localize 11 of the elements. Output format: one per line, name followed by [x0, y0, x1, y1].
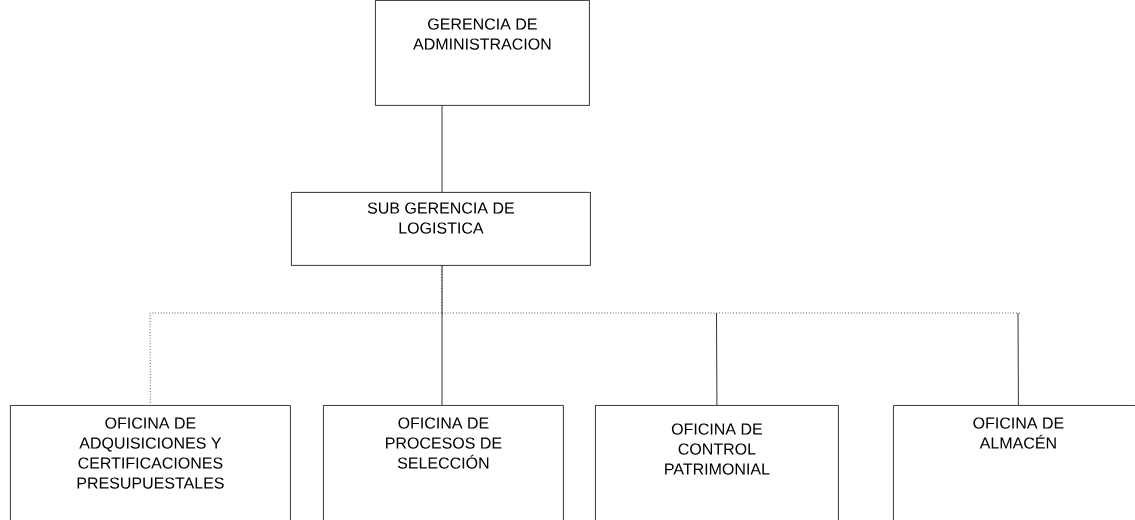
connector-line: [716, 312, 1021, 314]
department-box: GERENCIA DE ADMINISTRACION: [375, 0, 590, 106]
connector-line: [441, 105, 443, 193]
connector-line: [1017, 312, 1019, 406]
office-box: OFICINA DE CONTROL PATRIMONIAL: [595, 405, 839, 520]
office-box: OFICINA DE ALMACÉN: [893, 405, 1135, 520]
office-box: OFICINA DE PROCESOS DE SELECCIÓN: [323, 405, 564, 520]
connector-line: [716, 312, 718, 406]
connector-line: [441, 265, 443, 406]
office-box: OFICINA DE ADQUISICIONES Y CERTIFICACIONES PRESUPUESTALES: [10, 405, 291, 520]
department-box: SUB GERENCIA DE LOGISTICA: [291, 192, 591, 266]
